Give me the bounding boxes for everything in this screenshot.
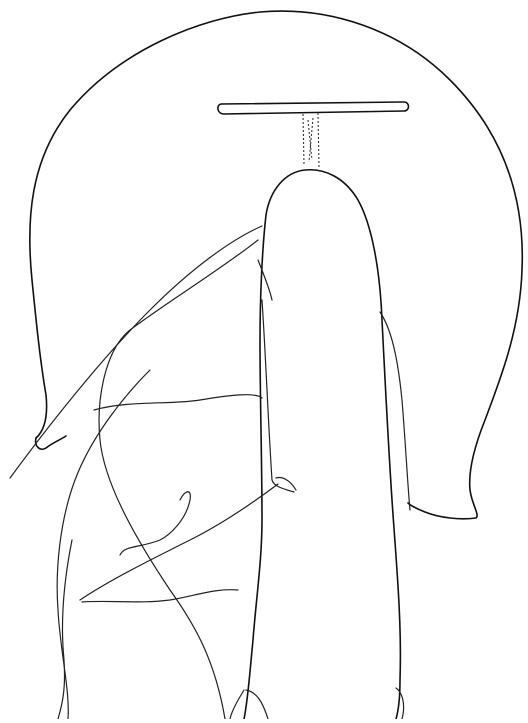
mid-horizontal-curve-1 — [94, 395, 262, 410]
t-device-stem-right — [318, 113, 319, 168]
crossing-line-middle — [80, 484, 278, 600]
t-device-stem-fill — [308, 118, 313, 162]
bulb-outline — [30, 11, 523, 519]
t-device-crossbar — [218, 102, 409, 114]
lower-horizontal-curve — [82, 590, 238, 602]
junction-tick — [276, 478, 296, 491]
right-parallel-edge — [380, 312, 410, 510]
central-elongated-structure — [244, 170, 400, 719]
left-bulge-curve — [99, 240, 258, 719]
inner-vertical-line — [258, 260, 294, 492]
bottom-branch-right — [246, 690, 268, 719]
t-device-stem-left — [303, 114, 304, 165]
bottom-branch-left — [230, 690, 244, 719]
diagonal-line-upper — [10, 226, 262, 478]
